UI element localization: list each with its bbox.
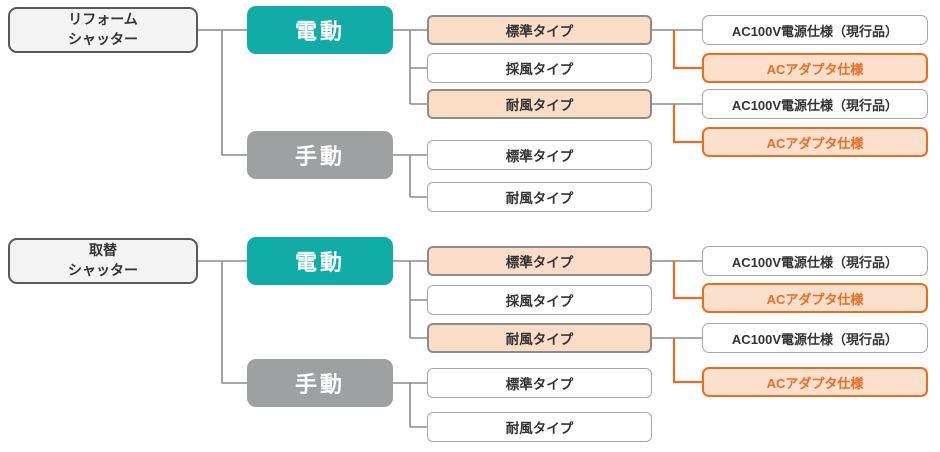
- node-type-windresistant-manual-1: 耐風タイプ: [427, 182, 652, 212]
- node-type-ventilation-electric-2: 採風タイプ: [427, 285, 652, 315]
- node-type-standard-electric-1: 標準タイプ: [427, 15, 652, 45]
- node-type-standard-electric-2: 標準タイプ: [427, 246, 652, 276]
- node-spec-ac100v-1: AC100V電源仕様（現行品）: [702, 15, 928, 45]
- node-spec-ac100v-3: AC100V電源仕様（現行品）: [702, 246, 928, 276]
- node-type-standard-manual-1: 標準タイプ: [427, 140, 652, 170]
- node-replacement-shutter: 取替 シャッター: [8, 238, 198, 284]
- node-spec-ac-adapter-3: ACアダプタ仕様: [702, 283, 928, 313]
- gray-connectors: [198, 29, 702, 428]
- node-type-windresistant-electric-2: 耐風タイプ: [427, 323, 652, 353]
- node-type-windresistant-manual-2: 耐風タイプ: [427, 412, 652, 442]
- node-electric-1: 電動: [247, 6, 393, 54]
- node-spec-ac-adapter-1: ACアダプタ仕様: [702, 53, 928, 83]
- node-type-windresistant-electric-1: 耐風タイプ: [427, 89, 652, 119]
- node-spec-ac-adapter-2: ACアダプタ仕様: [702, 127, 928, 157]
- node-manual-1: 手動: [247, 131, 393, 179]
- node-reform-shutter: リフォーム シャッター: [8, 7, 198, 53]
- node-electric-2: 電動: [247, 237, 393, 285]
- node-manual-2: 手動: [247, 359, 393, 407]
- node-spec-ac100v-2: AC100V電源仕様（現行品）: [702, 89, 928, 119]
- node-spec-ac100v-4: AC100V電源仕様（現行品）: [702, 323, 928, 353]
- node-spec-ac-adapter-4: ACアダプタ仕様: [702, 367, 928, 397]
- node-type-ventilation-electric-1: 採風タイプ: [427, 53, 652, 83]
- node-type-standard-manual-2: 標準タイプ: [427, 368, 652, 398]
- orange-connectors: [672, 30, 702, 384]
